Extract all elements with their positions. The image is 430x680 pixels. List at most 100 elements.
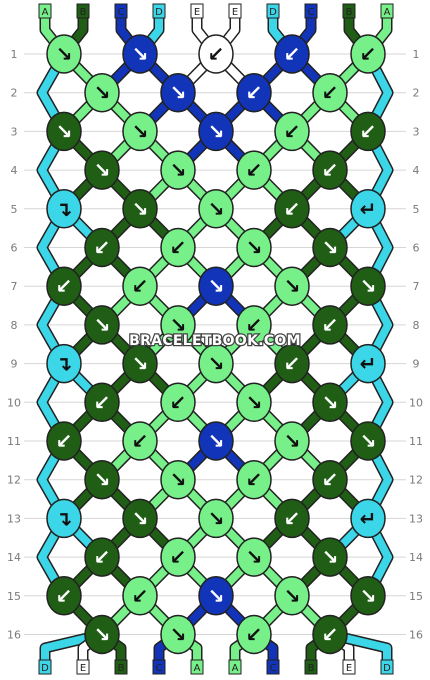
bottom-strand-tab	[266, 659, 280, 675]
row-number-right: 11	[409, 435, 423, 448]
knot: ↙	[84, 227, 120, 268]
knot-direction-arrow: ↘	[208, 197, 225, 221]
knot-shape	[122, 266, 158, 306]
bottom-strand-tab	[228, 659, 242, 675]
row-number-right: 8	[413, 319, 420, 332]
bottom-strand-label: E	[80, 663, 86, 674]
knot-direction-arrow: ↘	[322, 236, 339, 260]
knot-direction-arrow: ↘	[94, 468, 111, 492]
top-strand-tab	[380, 3, 394, 19]
row-number-right: 1	[413, 48, 420, 61]
row-number-right: 16	[409, 629, 423, 642]
knot-direction-arrow: ↙	[246, 81, 263, 105]
knot-direction-arrow: ↙	[360, 42, 377, 66]
knot-shape	[160, 614, 196, 655]
knot-direction-arrow: ↙	[208, 42, 225, 66]
bottom-strand-label: C	[156, 663, 163, 674]
top-strand-label: D	[269, 7, 277, 18]
knot-direction-arrow: ↙	[94, 545, 111, 569]
row-number-right: 14	[409, 551, 423, 564]
knot: ↙	[350, 34, 386, 74]
bottom-strand-tab	[190, 659, 204, 675]
bottom-strand-tab	[342, 659, 356, 675]
bottom-strand-label: C	[270, 663, 277, 674]
knot-shape	[160, 150, 196, 190]
bottom-strand-tab	[380, 659, 394, 675]
knot-direction-arrow: ↘	[208, 584, 225, 608]
knot: ↙	[236, 305, 272, 345]
knot: ↘	[198, 189, 234, 229]
knot: ↘	[84, 614, 120, 655]
knot-direction-arrow: ↙	[132, 429, 149, 453]
knot: ↙	[46, 421, 82, 461]
knot: ↘	[84, 72, 120, 113]
bottom-strand-tab	[304, 659, 318, 675]
row-number-left: 9	[11, 358, 18, 371]
row-number-right: 9	[413, 358, 420, 371]
knot-direction-arrow: ↵	[360, 352, 377, 376]
knot-shape	[122, 111, 158, 152]
knot: ↙	[350, 111, 386, 152]
knot: ↙	[160, 382, 196, 423]
row-number-left: 16	[7, 629, 21, 642]
knot-direction-arrow: ↘	[208, 352, 225, 376]
row-number-right: 2	[413, 87, 420, 100]
knot-shape	[198, 34, 234, 74]
top-strand-label: E	[194, 7, 200, 18]
bottom-strand-label: D	[383, 663, 391, 674]
knot-shape	[46, 498, 82, 539]
row-number-left: 14	[7, 551, 21, 564]
knot-direction-arrow: ↘	[132, 197, 149, 221]
watermark: BRACELETBOOK.COM	[129, 333, 301, 349]
knot-shape	[84, 459, 120, 500]
row-number-right: 6	[413, 242, 420, 255]
knot-direction-arrow: ↘	[132, 119, 149, 143]
knot-shape	[274, 34, 310, 74]
knot-shape	[236, 614, 272, 655]
knot-direction-arrow: ↘	[94, 158, 111, 182]
knot: ↵	[350, 498, 386, 539]
knot-direction-arrow: ↘	[208, 429, 225, 453]
knot: ↙	[312, 614, 348, 655]
top-strand-label: E	[232, 7, 238, 18]
top-strand-label: A	[42, 7, 49, 18]
knot-direction-arrow: ↵	[360, 506, 377, 530]
bottom-strand-tab	[76, 659, 90, 675]
knot: ↴	[46, 189, 82, 229]
knot: ↴	[46, 343, 82, 384]
knot: ↙	[46, 576, 82, 616]
knot-direction-arrow: ↙	[322, 623, 339, 647]
knot-direction-arrow: ↘	[170, 81, 187, 105]
knot-grid: ↘↘↙↙↙↘↘↙↙↘↘↘↙↙↘↘↙↙↴↘↘↙↵↙↙↘↘↙↙↘↘↘↘↘↙↙↴↘↘↙…	[46, 34, 386, 655]
knot: ↘	[236, 537, 272, 577]
knot-direction-arrow: ↙	[94, 236, 111, 260]
knot: ↘	[274, 266, 310, 306]
knot: ↙	[160, 537, 196, 577]
knot: ↙	[312, 150, 348, 190]
row-number-right: 15	[409, 590, 423, 603]
knot-shape	[160, 382, 196, 423]
knot-shape	[46, 266, 82, 306]
knot-direction-arrow: ↴	[56, 352, 73, 376]
knot-shape	[312, 614, 348, 655]
knot: ↙	[274, 343, 310, 384]
top-strand-tab	[38, 3, 52, 19]
knot: ↘	[236, 382, 272, 423]
knot: ↘	[122, 343, 158, 384]
knot: ↘	[198, 576, 234, 616]
knot-shape	[236, 150, 272, 190]
knot-direction-arrow: ↙	[284, 352, 301, 376]
knot-direction-arrow: ↙	[170, 545, 187, 569]
knot-shape	[274, 266, 310, 306]
knot-shape	[122, 343, 158, 384]
knot-direction-arrow: ↘	[132, 42, 149, 66]
knot-shape	[160, 537, 196, 577]
knot-shape	[274, 111, 310, 152]
knot: ↴	[46, 498, 82, 539]
knot-shape	[84, 227, 120, 268]
knot: ↵	[350, 189, 386, 229]
knot: ↙	[312, 72, 348, 113]
row-number-left: 12	[7, 474, 21, 487]
row-number-left: 2	[11, 87, 18, 100]
knot-direction-arrow: ↘	[322, 390, 339, 414]
